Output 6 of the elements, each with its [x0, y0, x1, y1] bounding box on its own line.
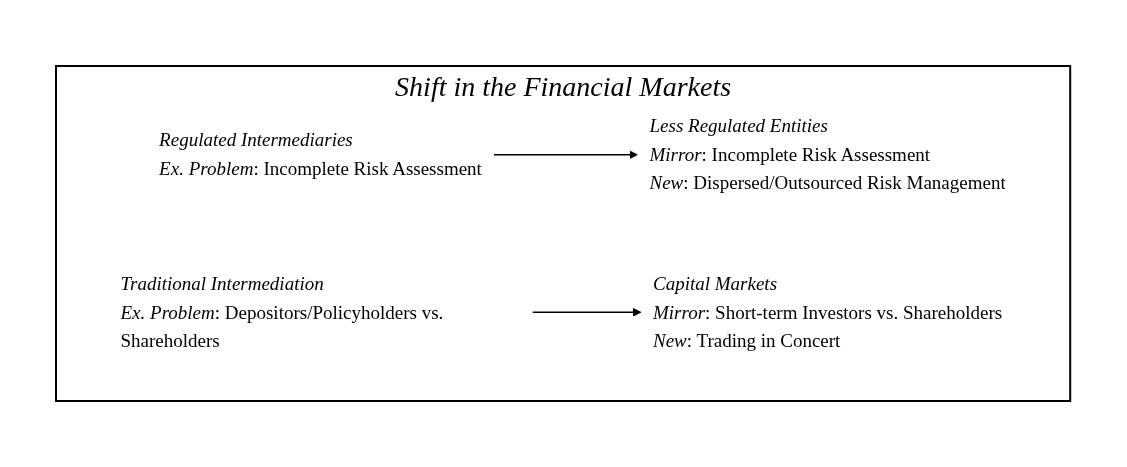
node-text: Less Regulated Entities Mirror: Incomplete Risk Assessment New: Dispersed/Outsourced Risk Management — [649, 115, 1007, 193]
node-text: Regulated Intermediaries Ex. Problem: Incomplete Risk Assessment — [159, 129, 483, 179]
node-text: Traditional Intermediation Ex. Problem: Depositors/Policyholders vs. Shareholders — [120, 272, 444, 351]
arrow — [532, 307, 642, 317]
arrow — [493, 150, 639, 160]
node-text: Capital Markets Mirror: Short-term Investors vs. Shareholders New: Trading in Concert — [653, 272, 1003, 351]
